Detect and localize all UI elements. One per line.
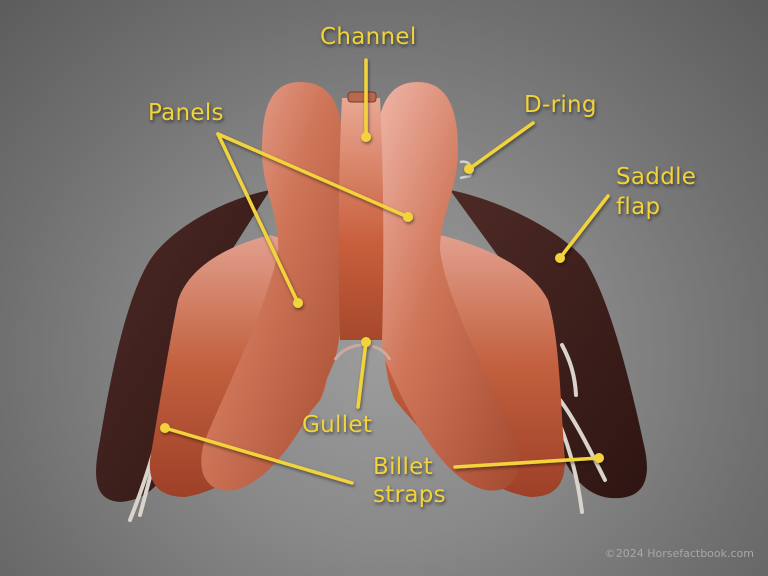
watermark: ©2024 Horsefactbook.com	[604, 547, 754, 560]
label-saddle-flap-line2: flap	[616, 194, 661, 220]
label-panels: Panels	[148, 100, 224, 126]
channel-bridge	[347, 91, 377, 103]
label-channel: Channel	[320, 24, 417, 50]
label-gullet: Gullet	[302, 412, 373, 438]
gullet	[333, 343, 392, 361]
label-d-ring: D-ring	[524, 92, 597, 118]
label-billet-line2: straps	[373, 482, 446, 508]
channel	[338, 98, 384, 340]
callout-lines	[160, 58, 610, 485]
label-saddle-flap-line1: Saddle	[616, 164, 697, 190]
label-billet-line1: Billet	[373, 454, 433, 480]
panels	[201, 82, 519, 491]
